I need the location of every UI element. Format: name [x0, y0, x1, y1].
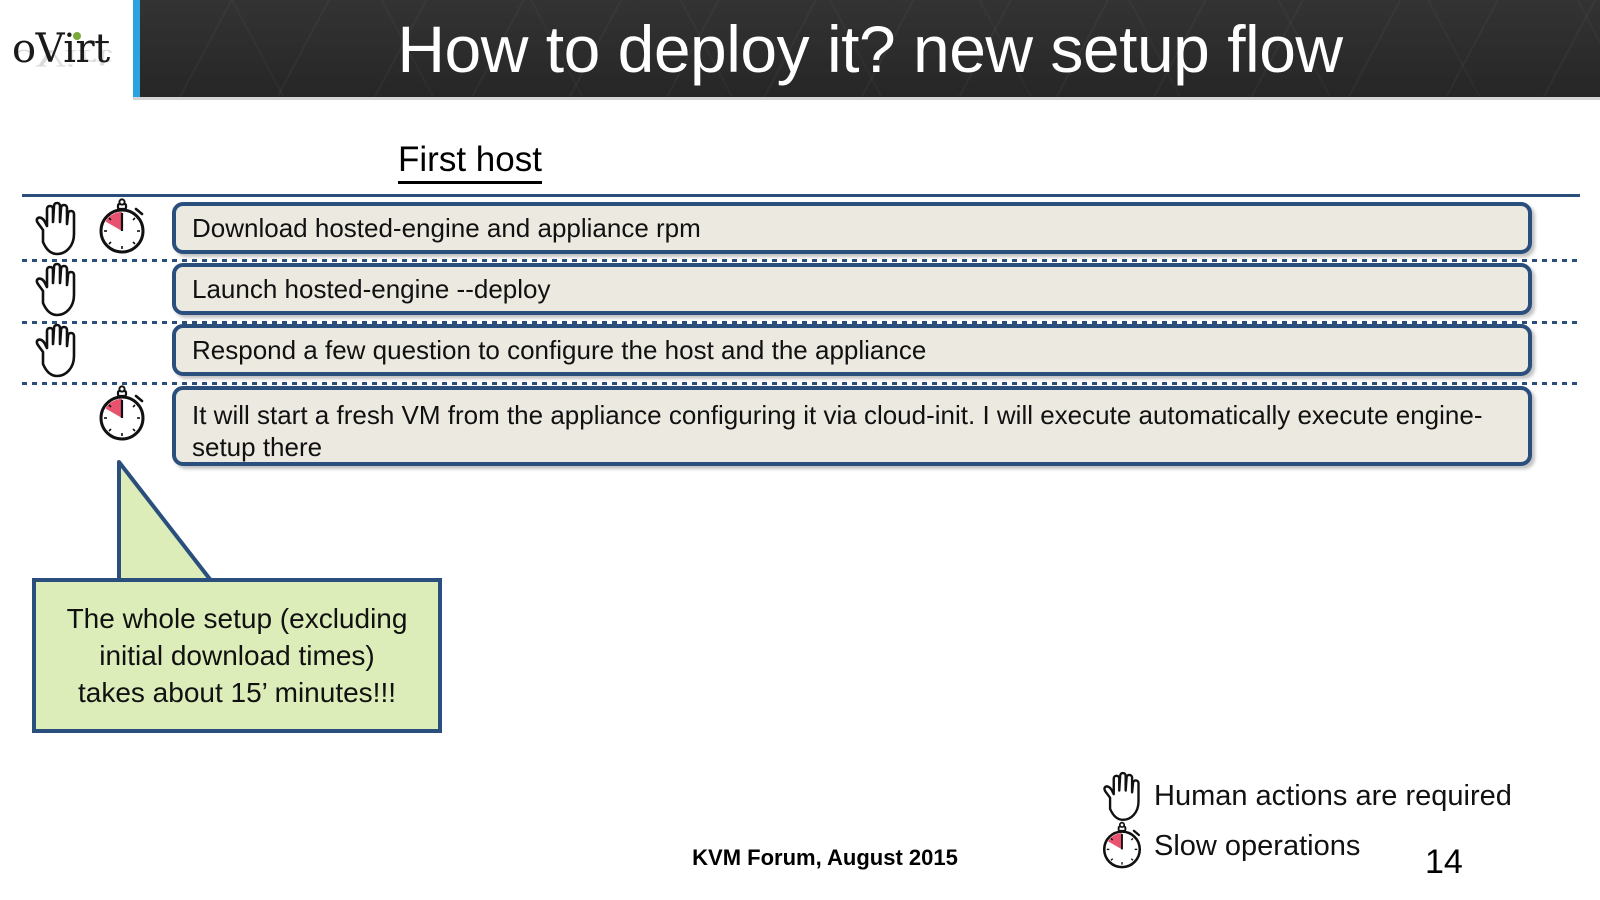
stopwatch-icon — [1102, 821, 1142, 869]
legend-label: Human actions are required — [1154, 779, 1512, 812]
header-band — [133, 0, 1600, 97]
header-underline — [133, 97, 1600, 100]
stopwatch-icon — [99, 198, 145, 254]
flow-separator-2 — [22, 321, 1580, 324]
ovirt-logo-dot-icon — [73, 32, 81, 40]
legend: Human actions are required Slow operatio… — [1100, 770, 1560, 880]
hand-icon — [1103, 771, 1140, 822]
page-number: 14 — [1425, 843, 1463, 881]
legend-item-slow-operations: Slow operations — [1100, 820, 1360, 872]
flow-step-box: It will start a fresh VM from the applia… — [172, 386, 1532, 466]
hand-icon — [35, 262, 76, 317]
section-heading: First host — [300, 140, 640, 184]
section-heading-label: First host — [398, 140, 542, 184]
footer-event-label: KVM Forum, August 2015 — [692, 845, 958, 870]
callout-line: The whole setup (excluding — [66, 603, 408, 634]
legend-item-human-actions: Human actions are required — [1100, 770, 1512, 822]
callout-body: The whole setup (excluding initial downl… — [32, 578, 442, 733]
flow-step-box: Download hosted-engine and appliance rpm — [172, 202, 1532, 254]
flow-step-box: Respond a few question to configure the … — [172, 324, 1532, 376]
ovirt-logo: oVirt oVirt — [8, 20, 123, 92]
callout-line: takes about 15’ minutes!!! — [77, 677, 397, 708]
page-title: How to deploy it? new setup flow — [397, 11, 1343, 86]
flow-step-box: Launch hosted-engine --deploy — [172, 263, 1532, 315]
flow-step-text: Download hosted-engine and appliance rpm — [192, 213, 701, 243]
flow-separator-1 — [22, 259, 1580, 262]
stopwatch-icon — [99, 385, 145, 441]
ovirt-logo-text: oVirt — [12, 26, 110, 72]
callout-line: initial download times) — [99, 640, 375, 671]
flow-separator-3 — [22, 382, 1580, 385]
callout: The whole setup (excluding initial downl… — [20, 450, 490, 760]
header-accent-bar — [133, 0, 140, 97]
flow-top-rule — [22, 194, 1580, 197]
hand-icon — [35, 323, 76, 378]
flow-step-text: Launch hosted-engine --deploy — [192, 274, 551, 304]
flow-step-text: Respond a few question to configure the … — [192, 335, 927, 365]
flow-step-text: It will start a fresh VM from the applia… — [192, 400, 1483, 462]
legend-label: Slow operations — [1154, 829, 1361, 862]
hand-icon — [35, 201, 76, 256]
